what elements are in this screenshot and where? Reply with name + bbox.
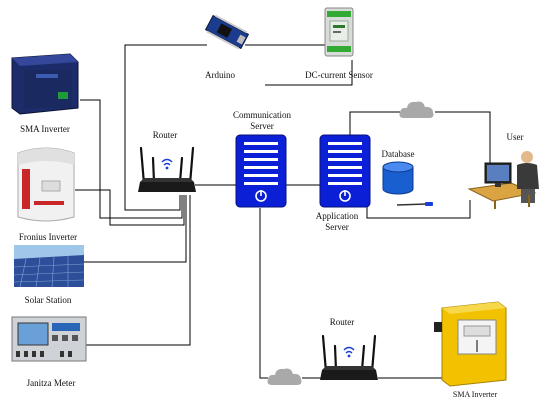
janitza-meter-icon (10, 313, 88, 365)
sma-inverter-icon (6, 52, 84, 118)
cloud-bottom-icon (266, 365, 304, 387)
router-remote-icon (318, 328, 380, 386)
router-main-label: Router (152, 130, 178, 140)
app-server-label-line1: Application (315, 211, 359, 221)
comm-server-label-line1: Communication (233, 110, 291, 120)
arduino-board-icon (204, 13, 250, 51)
solar-station-label: Solar Station (24, 295, 72, 305)
dc-current-sensor-label: DC-current Sensor (305, 70, 373, 80)
comm-server-icon (234, 133, 288, 209)
router-main-icon (136, 140, 198, 198)
comm-server-label-line2: Server (250, 121, 274, 131)
app-server-icon (318, 133, 372, 209)
arduino-label: Arduino (205, 70, 235, 80)
app-server-label-line2: Server (325, 222, 349, 232)
user-workstation-icon (465, 143, 545, 211)
database-icon (380, 160, 416, 196)
user-label: User (506, 132, 524, 142)
router-remote-label: Router (329, 317, 355, 327)
sma-inverter-label: SMA Inverter (20, 124, 70, 134)
janitza-meter-label: Janitza Meter (26, 378, 76, 388)
fronius-inverter-icon (12, 143, 80, 225)
dc-current-sensor-icon (322, 6, 356, 58)
sma-inverter-remote-label: SMA Inverter (452, 390, 498, 399)
database-label: Database (381, 149, 415, 159)
sma-inverter-remote-icon (432, 300, 512, 390)
pen-icon (395, 195, 435, 206)
cloud-icon (398, 98, 436, 120)
solar-station-icon (13, 245, 85, 288)
fronius-inverter-label: Fronius Inverter (18, 232, 78, 242)
